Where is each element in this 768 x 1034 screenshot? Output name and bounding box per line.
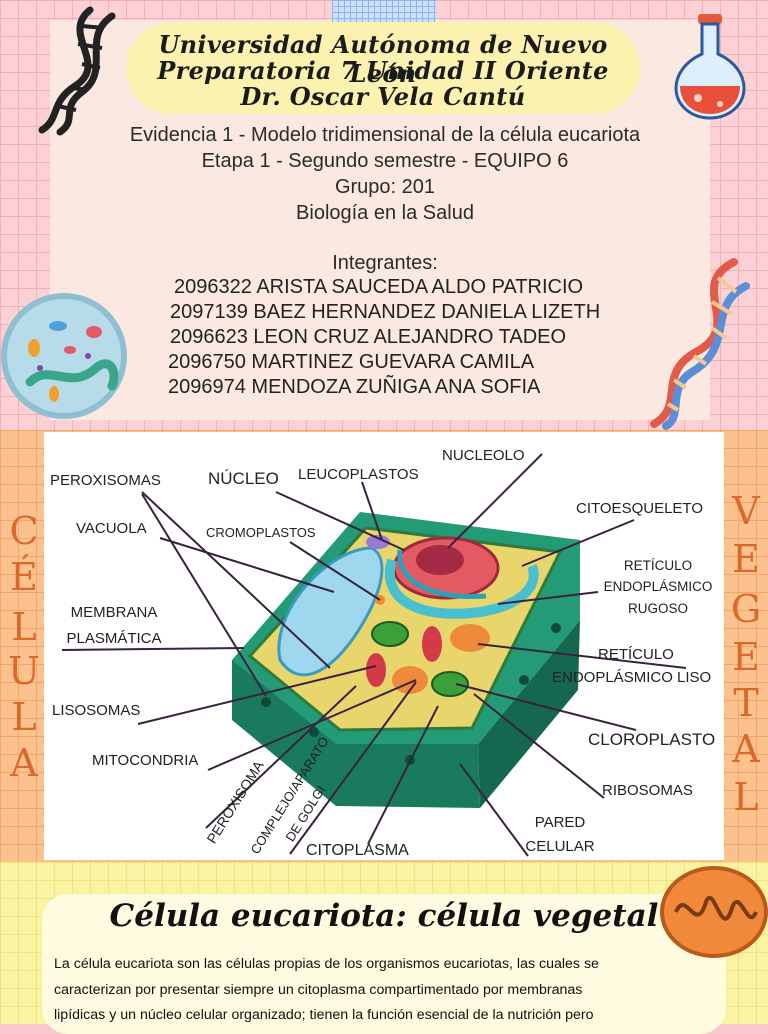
label-nucleo: NÚCLEO: [208, 469, 279, 488]
label-membrana-2: PLASMÁTICA: [66, 630, 162, 647]
label-lisosomas: LISOSOMAS: [52, 702, 141, 719]
side-letter: U: [7, 649, 41, 693]
school-unit: Preparatoria 7 Unidad II Oriente: [157, 56, 609, 85]
label-nucleolo: NUCLEOLO: [442, 447, 525, 464]
side-letter: L: [11, 695, 37, 739]
footer-card: [42, 894, 726, 1034]
side-letter: A: [10, 741, 38, 785]
label-reticulo-rugoso-2: ENDOPLÁSMICO: [603, 579, 713, 594]
stage-info: Etapa 1 - Segundo semestre - EQUIPO 6: [201, 150, 569, 172]
paragraph-line-3: lipídicas y un núcleo celular organizado…: [54, 1007, 594, 1023]
evidence-title: Evidencia 1 - Modelo tridimensional de l…: [129, 124, 641, 146]
side-letter: C: [9, 509, 39, 553]
paragraph-line-2: caracterizan por presentar siempre un ci…: [54, 982, 583, 998]
subject-info: Biología en la Salud: [296, 202, 474, 224]
member-3: 2096623 LEON CRUZ ALEJANDRO TADEO: [170, 326, 567, 348]
school-director: Dr. Oscar Vela Cantú: [240, 82, 526, 111]
side-letter: E: [732, 635, 760, 679]
label-leucoplastos: LEUCOPLASTOS: [298, 466, 419, 483]
side-letter: T: [733, 681, 759, 725]
label-pared-1: PARED: [534, 814, 586, 831]
side-letter: V: [732, 489, 760, 533]
label-citoplasma: CITOPLASMA: [306, 842, 409, 859]
footer-title: Célula eucariota: célula vegetal: [109, 898, 659, 934]
label-ribosomas: RIBOSOMAS: [602, 782, 693, 799]
petri-dish-icon: [1, 293, 127, 419]
label-pared-2: CELULAR: [525, 838, 595, 855]
title-highlight: [126, 22, 640, 114]
label-citoesqueleto: CITOESQUELETO: [576, 500, 703, 517]
dna-helix-icon: [650, 258, 750, 430]
label-reticulo-liso-1: RETÍCULO: [598, 646, 674, 663]
label-peroxisomas: PEROXISOMAS: [50, 472, 161, 489]
mitochondrion-icon: [660, 866, 768, 958]
group-info: Grupo: 201: [334, 176, 436, 198]
paragraph-line-1: La célula eucariota son las células prop…: [54, 956, 599, 972]
label-membrana-1: MEMBRANA: [70, 604, 158, 621]
side-letter: E: [732, 537, 760, 581]
member-5: 2096974 MENDOZA ZUÑIGA ANA SOFIA: [168, 376, 541, 398]
label-reticulo-rugoso-1: RETÍCULO: [623, 558, 693, 573]
side-letter: G: [730, 587, 762, 631]
label-reticulo-rugoso-3: RUGOSO: [627, 601, 688, 616]
label-reticulo-liso-2: ENDOPLÁSMICO LISO: [552, 669, 712, 686]
school-name: Universidad Autónoma de Nuevo León: [158, 30, 608, 88]
member-4: 2096750 MARTINEZ GUEVARA CAMILA: [168, 351, 535, 373]
label-cromoplastos: CROMOPLASTOS: [206, 525, 316, 540]
label-mitocondria: MITOCONDRIA: [92, 752, 199, 769]
side-letter: L: [11, 605, 37, 649]
label-cloroplasto: CLOROPLASTO: [588, 730, 716, 749]
dna-icon: [38, 6, 116, 136]
side-letter: A: [732, 727, 760, 771]
member-1: 2096322 ARISTA SAUCEDA ALDO PATRICIO: [174, 276, 584, 298]
label-vacuola: VACUOLA: [76, 520, 147, 537]
flask-icon: [674, 14, 746, 120]
side-letter: L: [733, 775, 759, 819]
member-2: 2097139 BAEZ HERNANDEZ DANIELA LIZETH: [170, 301, 601, 323]
members-heading: Integrantes:: [332, 252, 438, 274]
side-letter: É: [10, 555, 38, 599]
